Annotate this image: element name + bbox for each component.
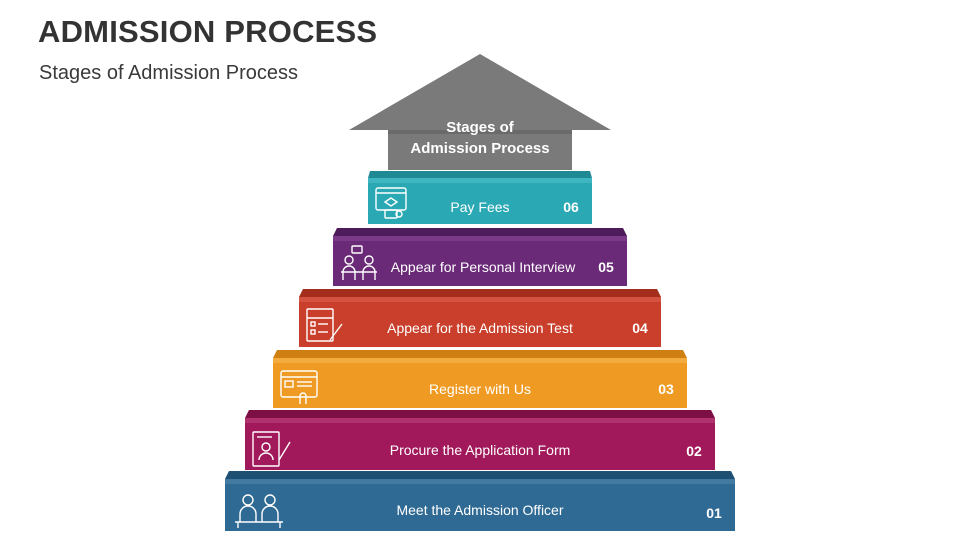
step-04-label: Appear for the Admission Test <box>387 320 573 336</box>
arrow-shape <box>349 54 611 170</box>
step-05-top <box>333 228 627 236</box>
step-06: Pay Fees 06 <box>368 171 592 224</box>
arrow-shade <box>388 130 572 134</box>
step-02-face <box>245 418 715 470</box>
step-01: Meet the Admission Officer 01 <box>225 471 735 531</box>
step-01-face <box>225 479 735 531</box>
page-title: ADMISSION PROCESS <box>38 14 378 49</box>
page-subtitle: Stages of Admission Process <box>39 62 299 84</box>
interview-icon <box>341 245 377 280</box>
step-06-label: Pay Fees <box>450 199 509 215</box>
step-03-top <box>273 350 687 358</box>
step-03-face <box>273 358 687 408</box>
meeting-people-icon <box>235 494 283 528</box>
step-03-label: Register with Us <box>429 381 531 397</box>
step-05-label: Appear for Personal Interview <box>391 259 576 275</box>
step-02-label: Procure the Application Form <box>390 442 571 458</box>
step-02-top <box>245 410 715 418</box>
step-01-label: Meet the Admission Officer <box>396 502 563 518</box>
step-01-number: 01 <box>706 505 722 521</box>
step-06-top <box>368 171 592 178</box>
stages-arrow: Stages of Admission Process <box>349 54 611 170</box>
step-04-face <box>299 297 661 347</box>
step-04-number: 04 <box>632 320 648 336</box>
step-06-number: 06 <box>563 199 579 215</box>
test-paper-icon <box>306 308 343 342</box>
arrow-label-line1: Stages of <box>446 119 515 136</box>
step-03-number: 03 <box>658 381 674 397</box>
step-05: Appear for Personal Interview 05 <box>333 228 627 286</box>
application-form-icon <box>252 431 291 467</box>
step-04-top <box>299 289 661 297</box>
arrow-label-line2: Admission Process <box>410 140 549 157</box>
registration-screen-icon <box>280 370 318 404</box>
step-03: Register with Us 03 <box>273 350 687 408</box>
step-02: Procure the Application Form 02 <box>245 410 715 470</box>
step-02-number: 02 <box>686 443 702 459</box>
step-01-top <box>225 471 735 479</box>
step-05-face <box>333 236 627 286</box>
step-04: Appear for the Admission Test 04 <box>299 289 661 347</box>
fee-payment-icon <box>375 187 407 219</box>
step-05-number: 05 <box>598 259 614 275</box>
